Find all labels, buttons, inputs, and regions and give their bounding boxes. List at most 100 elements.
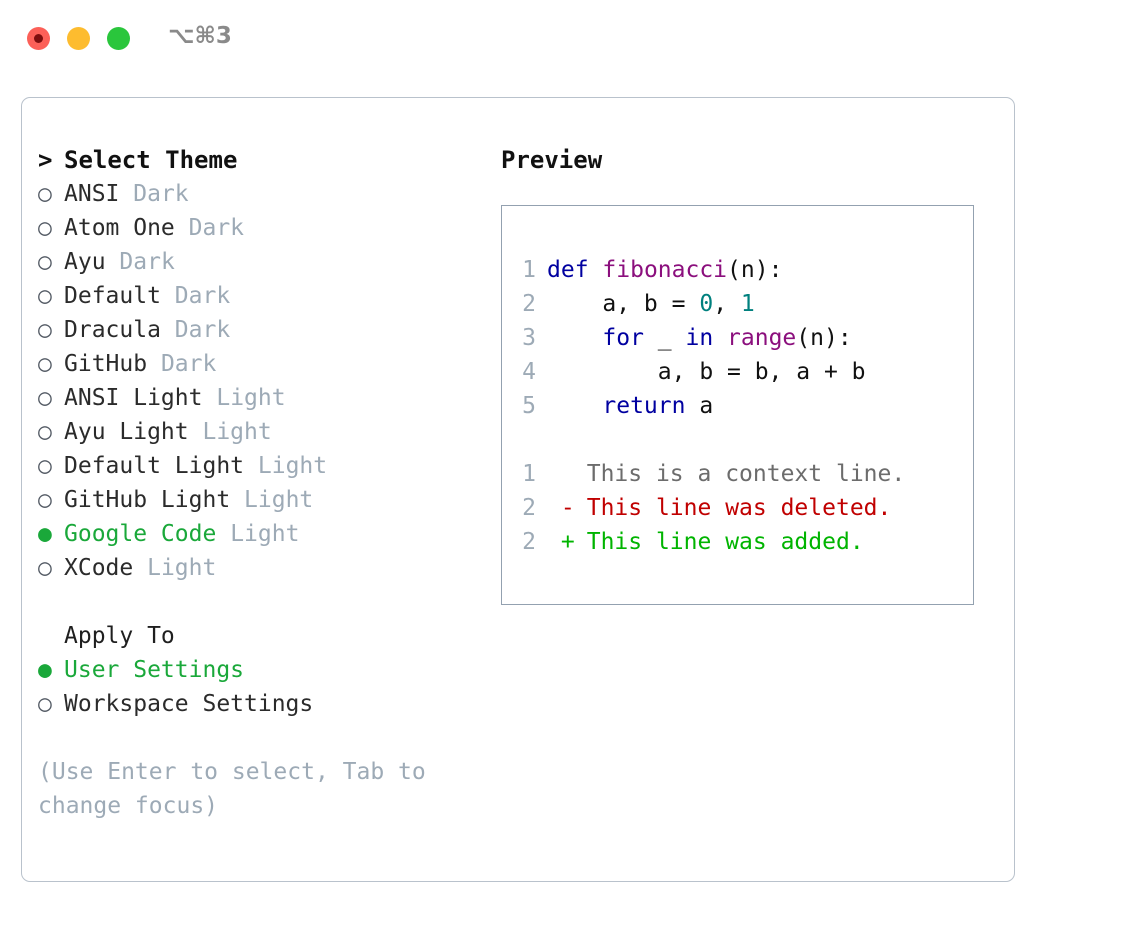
diff-line-number: 2 [522, 495, 536, 521]
theme-variant-tag: Light [244, 487, 314, 513]
radio-unselected-icon: ○ [38, 555, 52, 581]
theme-option-label: XCode [64, 555, 134, 581]
theme-option-atom-one[interactable]: ○Atom One Dark [38, 211, 498, 245]
code-token-pl [547, 325, 602, 351]
code-token-num: 1 [740, 291, 755, 317]
diff-line-text: This line was deleted. [586, 495, 892, 521]
preview-title: Preview [501, 146, 603, 174]
apply-to-section: Apply To ●User Settings○Workspace Settin… [38, 619, 498, 721]
diff-sign-icon: + [560, 529, 575, 555]
theme-option-dracula[interactable]: ○ Dracula Dark [38, 313, 498, 347]
theme-variant-tag: Dark [174, 317, 231, 343]
code-line: 5 return a [512, 389, 965, 423]
radio-unselected-icon: ○ [38, 249, 52, 275]
theme-variant-tag: Light [216, 385, 286, 411]
theme-option-default-light[interactable]: ○Default Light Light [38, 449, 498, 483]
theme-option-label: GitHub [64, 351, 148, 377]
theme-option-ayu-light[interactable]: ○Ayu Light Light [38, 415, 498, 449]
label-tag-gap [230, 487, 244, 513]
theme-variant-tag: Light [147, 555, 217, 581]
theme-variant-tag: Dark [133, 181, 189, 207]
theme-variant-tag: Dark [160, 351, 217, 377]
theme-variant-tag: Dark [188, 215, 245, 241]
theme-option-xcode[interactable]: ○ XCode Light [38, 551, 498, 585]
theme-variant-tag: Light [257, 453, 328, 479]
close-window-dot[interactable] [27, 27, 50, 50]
apply-to-header-spacer [38, 619, 64, 653]
code-token-pl [713, 325, 727, 351]
diff-line-ctx: 1 This is a context line. [512, 457, 965, 491]
theme-option-label: ANSI Light [64, 385, 203, 411]
keyboard-hint-text: (Use Enter to select, Tab to change focu… [38, 759, 426, 819]
label-tag-gap [175, 215, 189, 241]
apply-to-option-label: Workspace Settings [64, 691, 314, 717]
theme-option-list: ○ANSI Dark○Atom One Dark○Ayu Dark○Defaul… [38, 177, 498, 585]
main-panel: >Select Theme ○ANSI Dark○Atom One Dark○A… [21, 97, 1015, 882]
apply-to-option-list: ●User Settings ○ Workspace Settings [38, 653, 498, 721]
label-tag-gap [106, 249, 120, 275]
theme-option-google-code[interactable]: ●Google Code Light [38, 517, 498, 551]
theme-option-ansi-light[interactable]: ○ANSI Light Light [38, 381, 498, 415]
code-token-pl: a [685, 393, 714, 419]
label-tag-gap [244, 453, 258, 479]
radio-unselected-icon: ○ [38, 351, 52, 377]
diff-line-del: 2 - This line was deleted. [512, 491, 965, 525]
code-line: 3 for _ in range(n): [512, 321, 965, 355]
select-theme-header: >Select Theme [38, 143, 498, 177]
radio-unselected-icon: ○ [38, 317, 52, 343]
theme-option-label: Ayu Light [64, 419, 189, 445]
diff-sign-gap [573, 529, 587, 555]
radio-unselected-icon: ○ [38, 487, 52, 513]
theme-option-label: Default [64, 283, 161, 309]
minimize-window-dot[interactable] [67, 27, 90, 50]
code-token-pl: , [713, 291, 741, 317]
diff-line-number: 2 [522, 529, 536, 555]
code-token-pl: _ [643, 325, 686, 351]
code-token-kw: return [602, 393, 686, 419]
diff-sign-gap [573, 461, 587, 487]
apply-to-option-workspace-settings[interactable]: ○ Workspace Settings [38, 687, 498, 721]
code-line-number: 1 [522, 257, 536, 283]
theme-option-label: Ayu [64, 249, 106, 275]
code-line-number: 5 [522, 393, 536, 419]
radio-unselected-icon: ○ [38, 453, 52, 479]
theme-option-label: GitHub Light [64, 487, 231, 513]
theme-variant-tag: Dark [174, 283, 231, 309]
radio-unselected-icon: ○ [38, 419, 52, 445]
theme-selector-column: >Select Theme ○ANSI Dark○Atom One Dark○A… [38, 143, 498, 823]
diff-line-text: This line was added. [586, 529, 864, 555]
code-token-pl: a, b = b, a + b [547, 359, 866, 385]
radio-unselected-icon: ○ [38, 283, 52, 309]
theme-option-ayu[interactable]: ○Ayu Dark [38, 245, 498, 279]
theme-option-ansi[interactable]: ○ANSI Dark [38, 177, 498, 211]
code-token-num: 0 [699, 291, 714, 317]
label-tag-gap [202, 385, 216, 411]
code-line: 4 a, b = b, a + b [512, 355, 965, 389]
radio-unselected-icon: ○ [38, 181, 52, 207]
diff-sign-icon: - [560, 495, 575, 521]
theme-option-github-light[interactable]: ○ GitHub Light Light [38, 483, 498, 517]
diff-gutter-pad [547, 495, 561, 521]
prompt-marker-icon: > [38, 146, 53, 174]
keyboard-shortcut-label: ⌥⌘3 [168, 23, 232, 49]
theme-option-label: Google Code [64, 521, 217, 547]
label-tag-gap [147, 351, 161, 377]
theme-option-label: Dracula [64, 317, 161, 343]
radio-unselected-icon: ○ [38, 691, 52, 717]
radio-unselected-icon: ○ [38, 215, 52, 241]
label-tag-gap [161, 317, 175, 343]
diff-gutter-pad [547, 529, 561, 555]
label-tag-gap [161, 283, 175, 309]
apply-to-option-user-settings[interactable]: ●User Settings [38, 653, 498, 687]
maximize-window-dot[interactable] [107, 27, 130, 50]
theme-option-github[interactable]: ○ GitHub Dark [38, 347, 498, 381]
diff-line-text: This is a context line. [586, 461, 906, 487]
theme-option-default[interactable]: ○ Default Dark [38, 279, 498, 313]
radio-selected-icon: ● [38, 657, 52, 683]
diff-line-add: 2 + This line was added. [512, 525, 965, 559]
code-line-number: 4 [522, 359, 536, 385]
label-tag-gap [119, 181, 133, 207]
